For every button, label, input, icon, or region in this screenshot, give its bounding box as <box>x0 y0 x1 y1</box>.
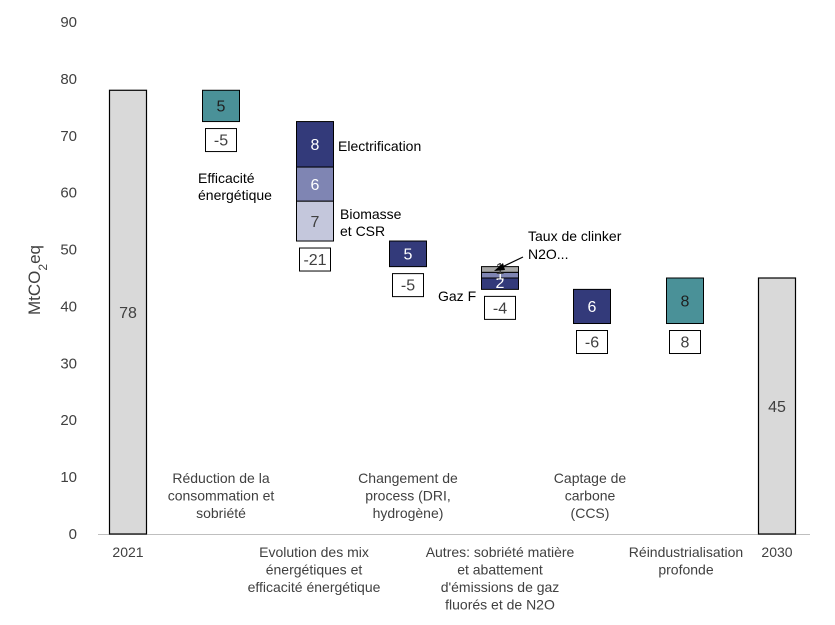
y-tick-label: 70 <box>60 128 77 145</box>
category-label: 2030 <box>761 544 792 560</box>
total-bar <box>108 89 148 535</box>
total-bar <box>757 277 797 535</box>
segment-bar <box>296 200 334 242</box>
annotation-gazf: Gaz F <box>438 288 476 304</box>
category-label: process (DRI, <box>365 488 451 504</box>
y-axis-label: MtCO2eq <box>25 245 50 315</box>
segment-bar <box>389 240 427 268</box>
annotation-electrification: Electrification <box>338 138 421 154</box>
step-total-label: -5 <box>214 133 228 150</box>
segment-value-label: 5 <box>217 99 226 116</box>
step-total-box <box>576 330 608 355</box>
step-total-label: -6 <box>585 335 599 352</box>
step-total-box <box>392 273 424 298</box>
y-tick-label: 30 <box>60 355 77 372</box>
annotation-efficacite-line2: énergétique <box>198 187 272 203</box>
step-total-label: 8 <box>681 335 690 352</box>
segment-value-label: 1 <box>496 266 505 283</box>
category-label: consommation et <box>168 488 275 504</box>
annotation-clinker: Taux de clinker <box>528 228 622 244</box>
y-tick-label: 0 <box>69 526 77 543</box>
segment-value-label: 2 <box>496 275 505 292</box>
category-label: Captage de <box>554 470 627 486</box>
annotation-n2o: N2O... <box>528 246 568 262</box>
y-tick-label: 60 <box>60 185 77 202</box>
y-axis-label-main: MtCO <box>25 271 44 315</box>
total-bar-label: 78 <box>119 305 137 322</box>
category-label: sobriété <box>196 505 246 521</box>
category-label: profonde <box>658 562 713 578</box>
annotation-biomasse-line2: et CSR <box>340 223 385 239</box>
category-label: (CCS) <box>571 505 610 521</box>
category-label: Réduction de la <box>172 470 270 486</box>
segment-value-label: 5 <box>404 247 413 264</box>
step-total-label: -5 <box>401 278 415 295</box>
category-label: Evolution des mix <box>259 544 369 560</box>
y-axis: 0 10 20 30 40 50 60 70 80 90 <box>60 14 77 543</box>
annotation-biomasse-line1: Biomasse <box>340 206 402 222</box>
category-label: efficacité énergétique <box>248 579 381 595</box>
y-axis-label-subscript: 2 <box>36 264 50 271</box>
step-total-box <box>669 330 701 355</box>
segment-value-label: 7 <box>311 214 320 231</box>
step-total-box <box>484 295 516 320</box>
category-label: 2021 <box>112 544 143 560</box>
annotation-efficacite-line1: Efficacité <box>198 170 255 186</box>
segment-bar <box>202 89 240 123</box>
segment-bar <box>666 277 704 325</box>
category-label: carbone <box>565 488 616 504</box>
category-label: Changement de <box>358 470 458 486</box>
total-bar-label: 45 <box>768 399 786 416</box>
category-label: fluorés et de N2O <box>445 597 555 613</box>
category-label: énergétiques et <box>266 562 363 578</box>
step-total-label: -4 <box>493 300 507 317</box>
segment-value-label: 6 <box>588 299 597 316</box>
segment-bar <box>573 288 611 325</box>
category-labels: 2021 Réduction de la consommation etsobrié… <box>112 470 792 613</box>
step-total-box <box>205 128 237 153</box>
step-total-label: -21 <box>303 252 326 269</box>
category-label: d'émissions de gaz <box>441 579 560 595</box>
y-tick-label: 40 <box>60 298 77 315</box>
category-label: et abattement <box>457 562 543 578</box>
category-label: Autres: sobriété matière <box>426 544 575 560</box>
y-tick-label: 80 <box>60 71 77 88</box>
segment-value-label: 6 <box>311 177 320 194</box>
step-total-box <box>299 247 331 272</box>
y-tick-label: 20 <box>60 412 77 429</box>
y-tick-label: 10 <box>60 469 77 486</box>
y-axis-label-suffix: eq <box>25 245 44 264</box>
segment-value-label: 8 <box>311 137 320 154</box>
y-tick-label: 50 <box>60 242 77 259</box>
category-label: Réindustrialisation <box>629 544 743 560</box>
annotation-arrow-head <box>494 263 505 271</box>
category-label: hydrogène) <box>373 505 444 521</box>
annotations-layer: Electrification Efficacité énergétique B… <box>198 138 622 304</box>
y-tick-label: 90 <box>60 14 77 31</box>
segment-value-label: 8 <box>681 294 690 311</box>
segment-bar <box>296 166 334 202</box>
